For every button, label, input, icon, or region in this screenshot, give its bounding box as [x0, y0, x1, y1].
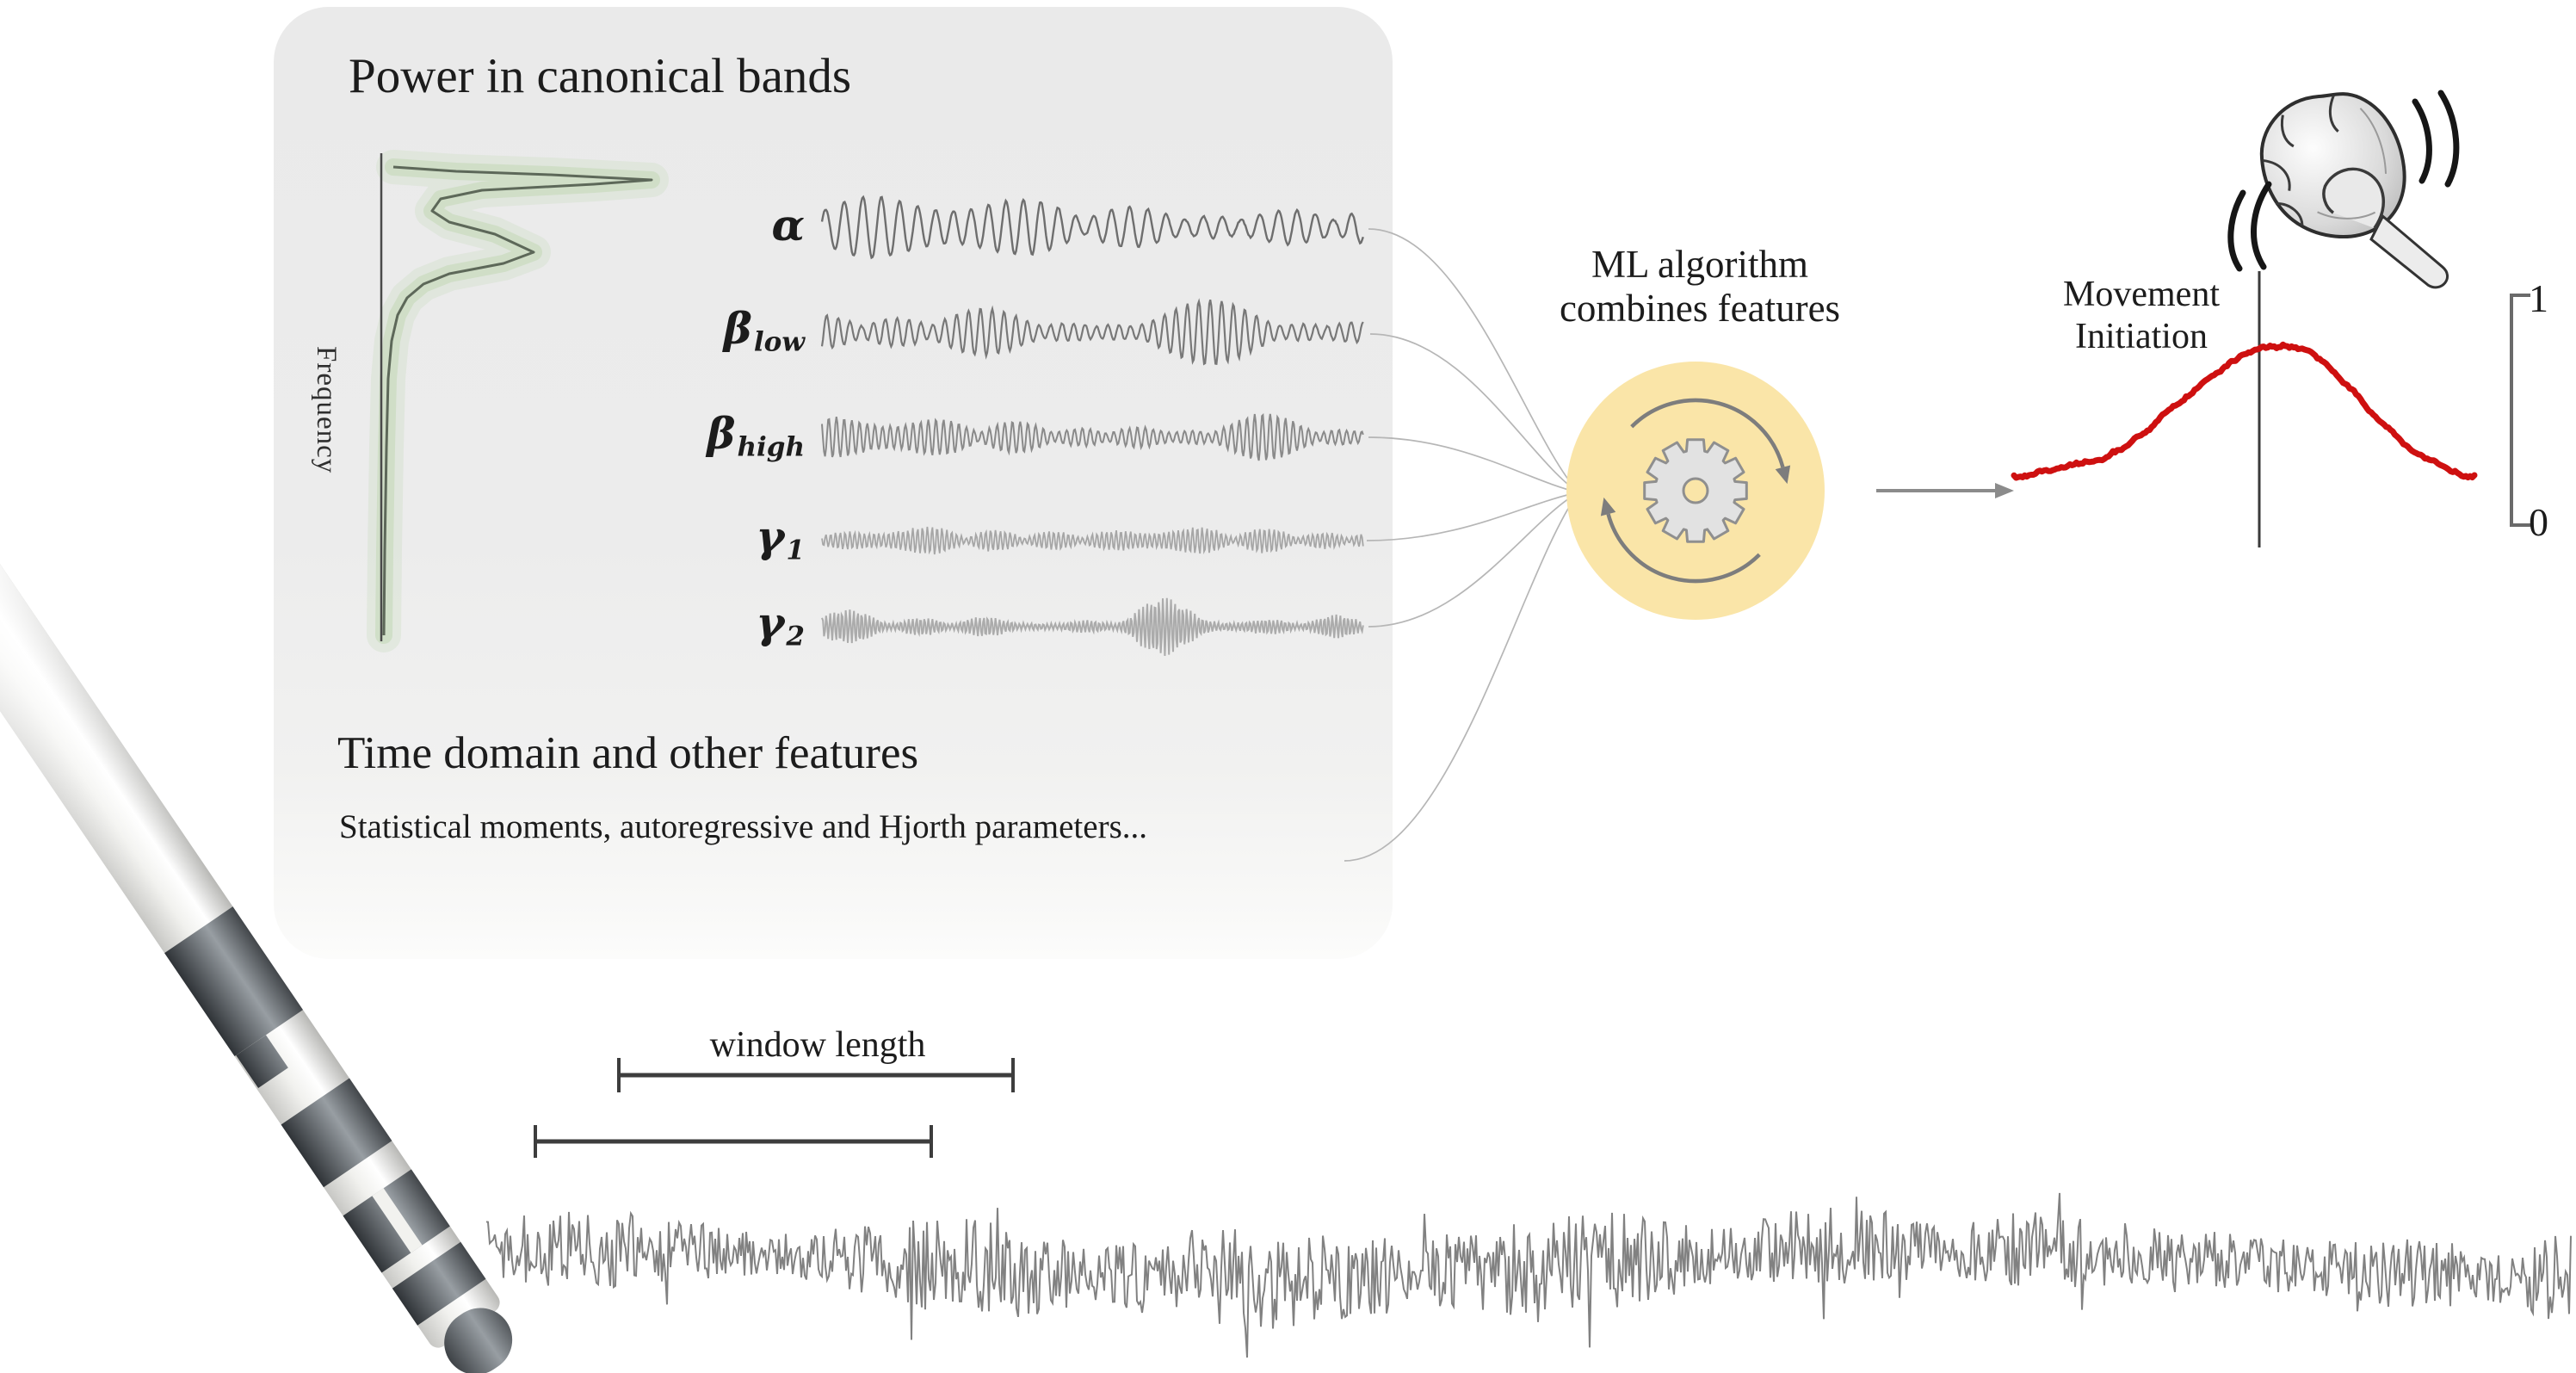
fist-shading: [2317, 108, 2388, 220]
raw-signal-trace: [485, 1192, 2572, 1358]
electrode-contact: [164, 906, 303, 1057]
motion-lines-icon: [2227, 90, 2460, 272]
rotation-arrow-head: [1600, 497, 1616, 516]
window-length-label: window length: [709, 1025, 926, 1065]
band-symbol: γ: [756, 597, 785, 648]
fist-wrist: [2369, 213, 2449, 289]
ml-label-line2: combines features: [1559, 287, 1841, 331]
band-subscript: low: [753, 326, 805, 358]
movement-annotation: Movement Initiation: [2012, 274, 2270, 357]
rotation-arrow-head: [1775, 465, 1791, 485]
movement-annotation-line2: Initiation: [2075, 316, 2208, 356]
electrode-tip: [444, 1308, 513, 1373]
band-symbol: β: [723, 302, 752, 354]
gear-hub-hole: [1682, 477, 1709, 504]
band-waveform-beta-low: [820, 298, 1364, 366]
band-label-gamma2: γ2: [756, 597, 805, 652]
feature-connector-0: [1368, 228, 1579, 493]
band-waveform-gamma2: [821, 597, 1364, 656]
electrode-contact-split: [372, 1188, 423, 1253]
frequency-axis-label: Frequency: [311, 346, 342, 474]
panel-subtext: Statistical moments, autoregressive and …: [339, 808, 1147, 845]
probability-scale-bracket: [2510, 294, 2530, 527]
fist-icon: [2259, 92, 2449, 289]
arrow-right-head: [1995, 483, 2014, 498]
ml-label: ML algorithm combines features: [1502, 243, 1898, 331]
window-bracket-0: [617, 1058, 1015, 1092]
feature-connector-5: [1344, 492, 1579, 862]
panel-subtitle: Time domain and other features: [337, 728, 919, 778]
electrode-contact: [281, 1078, 392, 1188]
band-subscript: 1: [786, 535, 805, 566]
scale-label-top: 1: [2529, 276, 2548, 320]
band-label-beta-low: βlow: [724, 302, 805, 357]
band-symbol: β: [707, 407, 736, 459]
spectrum-mean-line: [382, 165, 653, 636]
band-subscript: high: [737, 431, 805, 463]
band-label-gamma1: γ1: [756, 510, 805, 566]
fist-thumb: [2322, 167, 2386, 230]
feature-connector-4: [1368, 492, 1579, 628]
rotation-arrows-icon: [1606, 513, 1761, 584]
feature-connector-2: [1368, 436, 1579, 493]
spectrum-ci-band-inner: [375, 158, 660, 644]
probability-curve: [2011, 341, 2478, 481]
band-symbol: α: [771, 200, 805, 251]
dbs-electrode: [0, 525, 513, 1373]
fist-finger-lines: [2262, 95, 2339, 226]
band-symbol: γ: [756, 510, 785, 562]
panel-title: Power in canonical bands: [349, 49, 852, 103]
band-label-beta-high: βhigh: [707, 407, 805, 462]
band-waveform-alpha: [820, 195, 1364, 260]
rotation-arrows-icon: [1630, 398, 1785, 468]
electrode-fade: [0, 525, 212, 921]
band-subscript: 2: [786, 621, 805, 652]
feature-connector-3: [1366, 492, 1579, 541]
electrode-contact-tab: [236, 1035, 288, 1088]
feature-connector-1: [1369, 333, 1579, 493]
movement-annotation-line1: Movement: [2063, 275, 2220, 314]
band-label-alpha: α: [772, 200, 805, 250]
ml-label-line1: ML algorithm: [1591, 243, 1809, 286]
window-bracket-1: [534, 1125, 933, 1158]
electrode-contact: [392, 1241, 486, 1326]
scale-label-bottom: 0: [2529, 500, 2548, 544]
band-waveform-gamma1: [821, 526, 1364, 555]
band-waveform-beta-high: [821, 412, 1364, 461]
